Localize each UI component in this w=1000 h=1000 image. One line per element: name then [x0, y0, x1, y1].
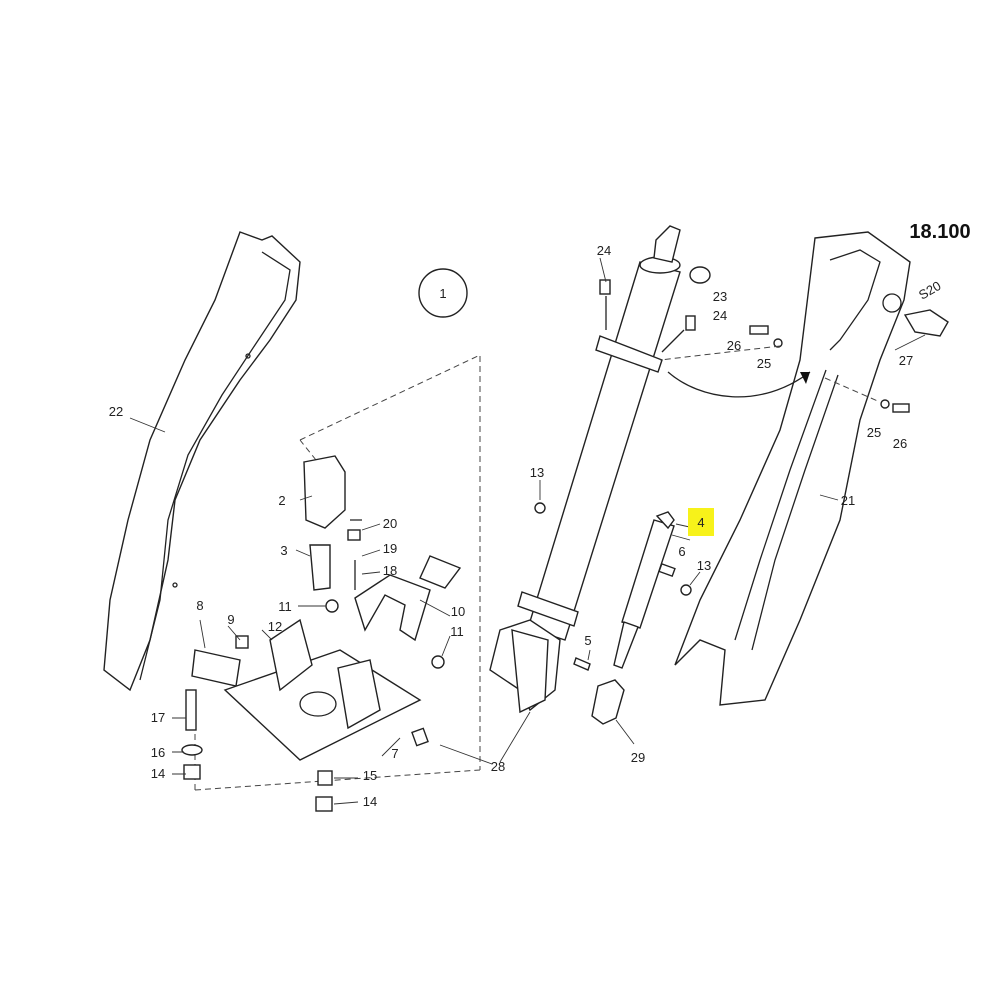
callout-18[interactable]: 18: [383, 563, 397, 578]
callout-9[interactable]: 9: [227, 612, 234, 627]
group-1-marker: 1: [418, 268, 468, 318]
callout-8[interactable]: 8: [196, 598, 203, 613]
callout-10[interactable]: 10: [451, 604, 465, 619]
callout-20[interactable]: 20: [383, 516, 397, 531]
part-21-right-panel: [674, 231, 949, 706]
highlight-box: [688, 508, 714, 536]
leader-lines: [129, 257, 926, 805]
pedal-valve-group: [181, 354, 481, 812]
callout-24[interactable]: 24: [597, 243, 611, 258]
part-22-left-panel: [103, 231, 301, 692]
callout-22[interactable]: 22: [109, 404, 123, 419]
callout-26[interactable]: 26: [893, 436, 907, 451]
fasteners-top-right: [599, 266, 910, 413]
callout-2[interactable]: 2: [278, 493, 285, 508]
callout-13[interactable]: 13: [530, 465, 544, 480]
callout-11[interactable]: 11: [450, 624, 464, 639]
callout-14[interactable]: 14: [151, 766, 165, 781]
callout-25[interactable]: 25: [757, 356, 771, 371]
stamp-s20: S20: [916, 278, 944, 303]
callout-19[interactable]: 19: [383, 541, 397, 556]
callout-12[interactable]: 12: [268, 619, 282, 634]
callout-labels: 22 24 23 24 26 25 27 25 26 13 4 6 13 21 …: [109, 243, 913, 809]
callout-11[interactable]: 11: [278, 599, 292, 614]
callout-17[interactable]: 17: [151, 710, 165, 725]
part-29-block: [573, 657, 625, 725]
callout-14[interactable]: 14: [363, 794, 377, 809]
part-4-gas-strut: [534, 502, 692, 669]
callout-29[interactable]: 29: [631, 750, 645, 765]
callout-16[interactable]: 16: [151, 745, 165, 760]
callout-26[interactable]: 26: [727, 338, 741, 353]
callout-27[interactable]: 27: [899, 353, 913, 368]
steering-column: [489, 225, 681, 714]
callout-15[interactable]: 15: [363, 768, 377, 783]
callout-28[interactable]: 28: [491, 759, 505, 774]
callout-3[interactable]: 3: [280, 543, 287, 558]
callout-23[interactable]: 23: [713, 289, 727, 304]
callout-21[interactable]: 21: [841, 493, 855, 508]
callout-24[interactable]: 24: [713, 308, 727, 323]
callout-5[interactable]: 5: [584, 633, 591, 648]
callout-4-highlighted[interactable]: 4: [697, 515, 704, 530]
page-number: 18.100: [909, 221, 970, 243]
callout-7[interactable]: 7: [391, 746, 398, 761]
callout-25[interactable]: 25: [867, 425, 881, 440]
callout-13[interactable]: 13: [697, 558, 711, 573]
group-marker-label: 1: [439, 286, 446, 301]
callout-6[interactable]: 6: [678, 544, 685, 559]
